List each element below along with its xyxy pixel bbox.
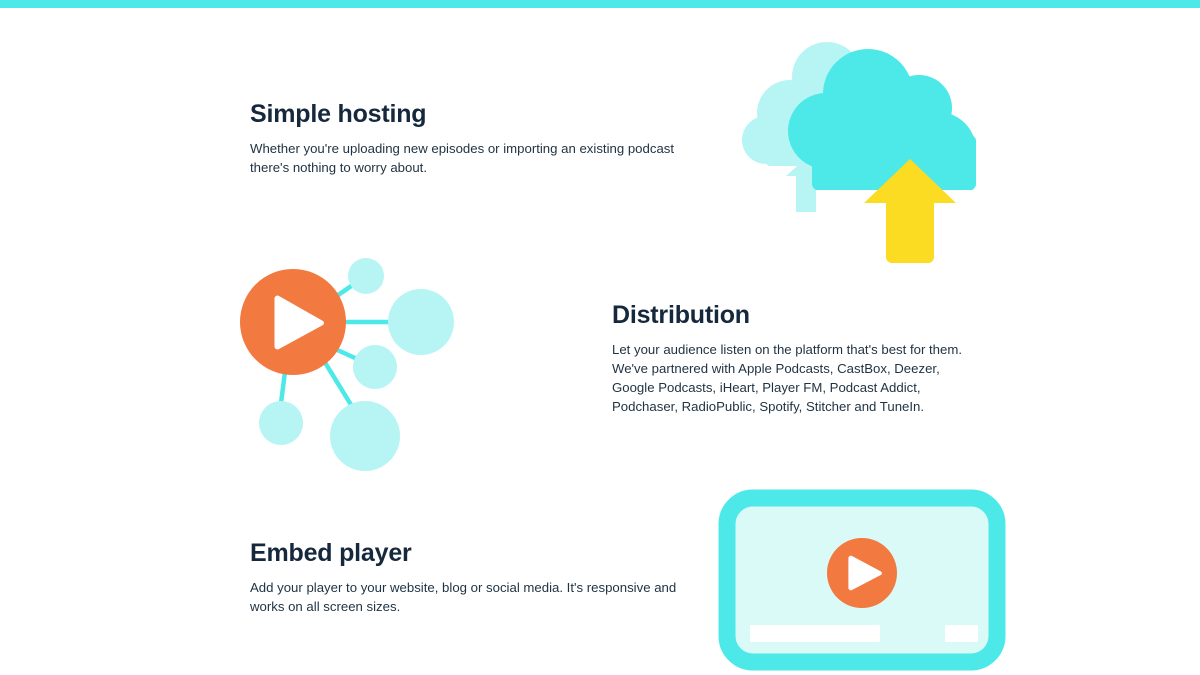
time-indicator-bar	[945, 625, 978, 642]
node-large-right	[388, 289, 454, 355]
feature-description-line: Add your player to your website, blog or…	[250, 579, 677, 595]
feature-description-embed-player: Add your player to your website, blog or…	[250, 578, 677, 616]
feature-description-line: Let your audience listen on the platform…	[612, 341, 962, 357]
feature-description-line: Podchaser, RadioPublic, Spotify, Stitche…	[612, 398, 925, 414]
feature-description-line: works on all screen sizes.	[250, 598, 401, 614]
play-triangle-icon	[848, 555, 882, 591]
network-node-circles	[259, 258, 454, 471]
cloud-upload-illustration	[730, 30, 1000, 275]
play-triangle-icon	[274, 295, 324, 350]
node-large-bottom	[330, 401, 400, 471]
feature-simple-hosting-text: Simple hosting Whether you're uploading …	[250, 100, 675, 177]
progress-bar-track	[750, 625, 880, 642]
feature-description-simple-hosting: Whether you're uploading new episodes or…	[250, 139, 675, 177]
top-accent-bar	[0, 0, 1200, 8]
feature-title-distribution: Distribution	[612, 301, 750, 329]
feature-description-line: Google Podcasts, iHeart, Player FM, Podc…	[612, 379, 921, 395]
feature-description-distribution: Let your audience listen on the platform…	[612, 340, 962, 416]
node-small-bottom-left	[259, 401, 303, 445]
node-small-top	[348, 258, 384, 294]
feature-description-line: We've partnered with Apple Podcasts, Cas…	[612, 360, 940, 376]
feature-title-embed-player: Embed player	[250, 539, 412, 567]
features-page: Simple hosting Whether you're uploading …	[0, 8, 1200, 675]
distribution-network-illustration	[235, 256, 467, 484]
embed-player-illustration	[718, 489, 1006, 671]
feature-description-line: there's nothing to worry about.	[250, 159, 427, 175]
node-small-mid	[353, 345, 397, 389]
feature-embed-player-text: Embed player Add your player to your web…	[250, 539, 677, 616]
feature-title-simple-hosting: Simple hosting	[250, 100, 427, 128]
upload-arrow	[864, 159, 956, 263]
feature-description-line: Whether you're uploading new episodes or…	[250, 140, 675, 156]
feature-distribution-text: Distribution Let your audience listen on…	[612, 301, 962, 416]
